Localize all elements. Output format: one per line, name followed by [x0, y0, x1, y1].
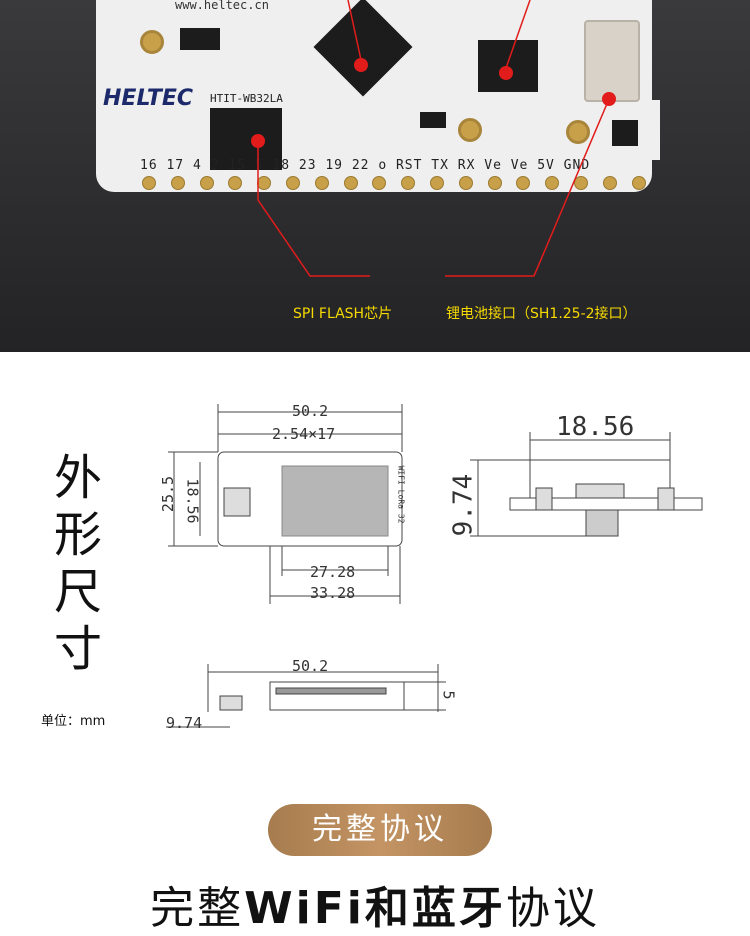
screen-frame: 33.28	[310, 584, 356, 602]
mounting-hole	[458, 118, 482, 142]
smd-part	[420, 112, 446, 128]
section-pill-label: 完整协议	[312, 812, 448, 847]
end-height: 9.74	[448, 473, 479, 537]
marker-dot	[499, 66, 513, 80]
marker-dot	[354, 58, 368, 72]
top-width: 25.5	[159, 475, 178, 513]
dimensions-title: 外形尺寸	[53, 450, 102, 677]
top-view-outline	[217, 451, 403, 547]
screen-width: 27.28	[310, 563, 356, 581]
flash-caption: SPI FLASH芯片	[293, 306, 393, 322]
side-view-outline	[269, 681, 405, 711]
heltec-logo: HELTEC	[103, 86, 193, 111]
board-silkscreen: WIFI LoRa 32	[396, 465, 406, 524]
battery-caption: 锂电池接口（SH1.25-2接口）	[446, 306, 637, 322]
battery-connector	[584, 20, 640, 102]
top-inner-width: 18.56	[183, 478, 202, 524]
top-length: 50.2	[292, 402, 329, 420]
section-pill: 完整协议	[268, 804, 492, 856]
side-connector-height: 9.74	[166, 714, 203, 732]
pin-labels: 16 17 4 2 15 5 18 23 19 22 o RST TX RX V…	[140, 158, 591, 173]
section-headline: 完整WiFi和蓝牙协议	[150, 883, 600, 934]
callout-lines	[257, 0, 610, 277]
board-model: HTIT-WB32LA	[210, 92, 283, 105]
side-length: 50.2	[292, 657, 329, 675]
side-height: 5	[439, 690, 458, 700]
pin-header	[142, 176, 646, 190]
usb-port	[223, 487, 251, 517]
board-website: www.heltec.cn	[175, 0, 269, 12]
flash-chip	[210, 108, 282, 170]
product-photo: www.heltec.cn HELTEC HTIT-WB32LA 16 17 4…	[0, 0, 750, 352]
dimension-drawings	[166, 404, 703, 728]
mounting-hole	[566, 120, 590, 144]
unit-label: 单位：mm	[41, 714, 106, 729]
end-width: 18.56	[556, 412, 635, 442]
top-view-screen	[281, 465, 389, 537]
top-pin-span: 2.54×17	[272, 425, 336, 443]
smd-part	[612, 120, 638, 146]
smd-part	[180, 28, 220, 50]
mounting-hole	[140, 30, 164, 54]
